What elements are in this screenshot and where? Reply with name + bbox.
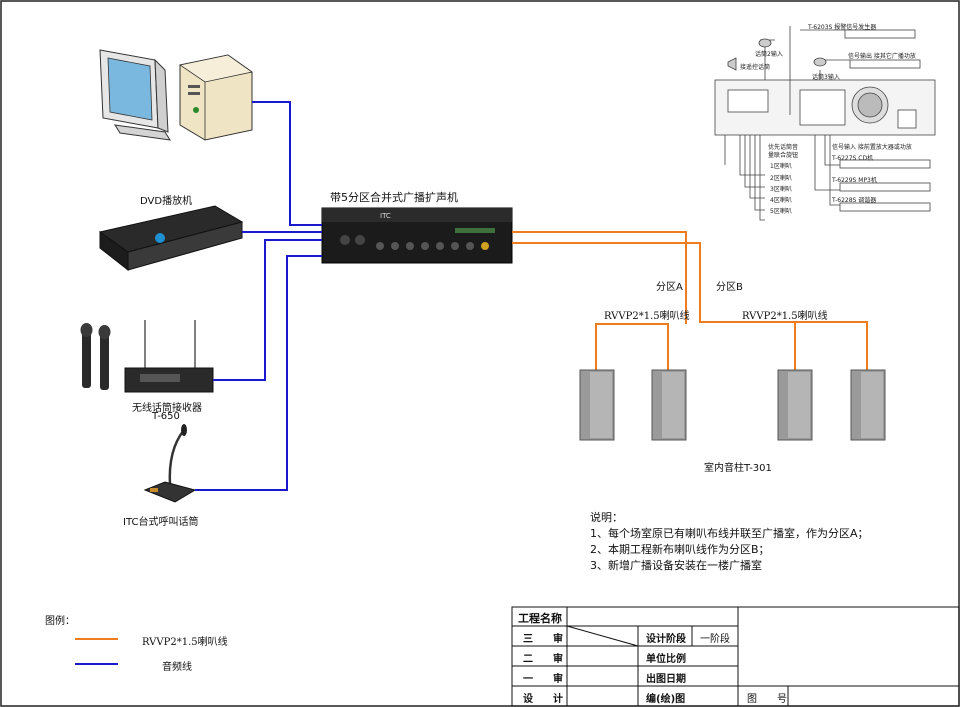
speaker-label: 室内音柱T-301	[704, 463, 772, 474]
speaker-column-1	[579, 369, 615, 441]
inset-mic3: 话筒3输入	[812, 74, 840, 81]
legend-title: 图例：	[45, 616, 75, 627]
desk-microphone-icon	[143, 424, 197, 503]
pc-tower-icon	[178, 54, 253, 141]
inset-mic2: 话筒2输入	[755, 51, 783, 58]
speaker-column-2	[651, 369, 687, 441]
notes-block: 说明： 1、每个场室原已有喇叭布线并联至广播室，作为分区A； 2、本期工程新布喇…	[590, 510, 869, 574]
tb-date: 出图日期	[646, 674, 686, 685]
inset-volume: 量联合旋钮	[768, 152, 799, 159]
tb-drawn: 编(绘)图	[646, 694, 686, 705]
note-item: 1、每个场室原已有喇叭布线并联至广播室，作为分区A；	[590, 527, 869, 540]
note-item: 3、新增广播设备安装在一楼广播室	[590, 559, 762, 572]
inset-zone-3: 3区喇叭	[770, 186, 792, 193]
legend-label-speaker-line: RVVP2*1.5喇叭线	[142, 637, 228, 648]
speaker-column-4	[850, 369, 886, 441]
inset-zone-1: 1区喇叭	[770, 163, 792, 170]
inset-t6229s: T-6229S MP3机	[832, 177, 877, 184]
tb-drawing-no: 图 号	[747, 694, 787, 705]
speaker-column-3	[777, 369, 813, 441]
wireless-label: 无线话筒接收器	[132, 403, 202, 414]
inset-signal-in: 信号输入 接前置放大器或功放	[832, 144, 912, 151]
zone-b-label: 分区B	[716, 282, 743, 293]
notes-heading: 说明：	[590, 511, 623, 524]
inset-t6203s: T-6203S 报警信号发生器	[808, 24, 877, 31]
inset-t6227s: T-6227S CD机	[832, 155, 874, 162]
audio-lines	[195, 101, 322, 491]
inset-zone-4: 4区喇叭	[770, 197, 792, 204]
dvd-label: DVD播放机	[140, 196, 193, 207]
title-block-grid	[511, 606, 960, 707]
tb-review-3: 三 审	[523, 634, 563, 645]
tb-review-2: 二 审	[523, 654, 563, 665]
tb-project-name: 工程名称	[518, 612, 562, 625]
tb-review-1: 一 审	[523, 674, 563, 685]
cable-b-label: RVVP2*1.5喇叭线	[742, 311, 828, 322]
handheld-microphones-icon	[80, 323, 111, 390]
speaker-columns	[579, 369, 886, 441]
inset-t6228s: T-6228S 调谐器	[832, 197, 877, 204]
note-item: 2、本期工程新布喇叭线作为分区B；	[590, 543, 770, 556]
tb-designer: 设 计	[523, 694, 563, 705]
legend-label-audio-line: 音频线	[162, 662, 192, 673]
wireless-receiver-icon	[124, 320, 214, 393]
tb-design-phase: 设计阶段	[646, 634, 686, 645]
wireless-model: T-650	[152, 411, 180, 422]
inset-priority: 优先话筒音	[768, 144, 799, 151]
tb-scale: 单位比例	[646, 654, 686, 665]
inset-wiring-diagram	[714, 26, 936, 221]
amp-title: 带5分区合并式广播扩声机	[330, 191, 458, 204]
speaker-lines	[512, 231, 868, 370]
inset-signal-out: 信号输出 接其它广播功放	[848, 53, 916, 60]
amp-brand-text: ITC	[380, 212, 391, 220]
tb-design-phase-value: 一阶段	[700, 634, 730, 645]
amplifier-icon: ITC	[321, 207, 513, 264]
monitor-icon	[99, 49, 171, 141]
inset-remote-mic: 接遥控话筒	[740, 64, 771, 71]
dvd-player-icon	[98, 205, 244, 272]
inset-zone-5: 5区喇叭	[770, 208, 792, 215]
cable-a-label: RVVP2*1.5喇叭线	[604, 311, 690, 322]
zone-a-label: 分区A	[656, 282, 683, 293]
desk-mic-label: ITC台式呼叫话筒	[123, 517, 199, 528]
inset-zone-2: 2区喇叭	[770, 175, 792, 182]
